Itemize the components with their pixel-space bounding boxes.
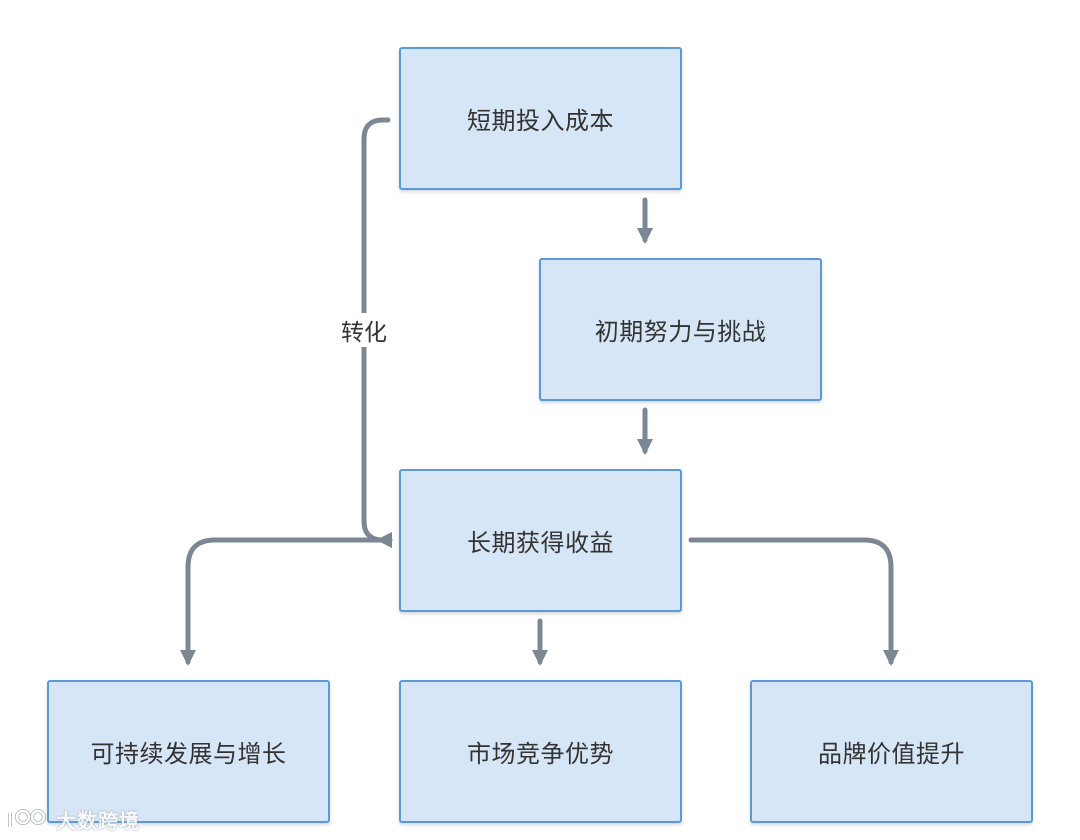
node-label: 长期获得收益 <box>467 529 614 557</box>
node-early-effort: 初期努力与挑战 <box>539 258 822 401</box>
watermark-logo-icon <box>8 809 46 827</box>
node-label: 短期投入成本 <box>467 107 614 135</box>
node-sustainable-growth: 可持续发展与增长 <box>47 680 330 823</box>
watermark: 大数跨境 <box>6 804 140 834</box>
arrow-gain-to-brand <box>688 537 899 666</box>
node-label: 初期努力与挑战 <box>594 318 767 346</box>
node-brand-value: 品牌价值提升 <box>750 680 1033 823</box>
conversion-edge-label: 转化 <box>336 313 392 347</box>
node-short-term-cost: 短期投入成本 <box>399 47 682 190</box>
node-label: 市场竞争优势 <box>467 740 614 768</box>
watermark-text: 大数跨境 <box>56 808 140 833</box>
arrow-gain-to-sustainable <box>180 537 393 666</box>
node-label: 品牌价值提升 <box>818 740 965 768</box>
node-label: 可持续发展与增长 <box>90 740 287 768</box>
node-market-advantage: 市场竞争优势 <box>399 680 682 823</box>
node-long-term-gain: 长期获得收益 <box>399 469 682 612</box>
